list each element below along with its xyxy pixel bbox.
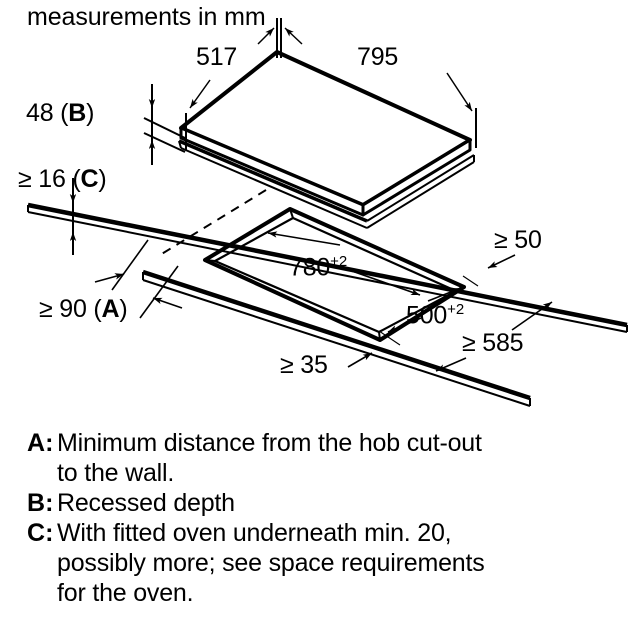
dimension-label-780: 780+2 — [289, 249, 347, 280]
legend-item-a: A: Minimum distance from the hob cut-out… — [27, 428, 627, 488]
dimension-line-517 — [185, 18, 278, 150]
dimension-label-48b-text: 48 ( — [26, 99, 69, 127]
legend-key-c-ref: C — [80, 165, 99, 193]
dimension-line-500 — [378, 275, 479, 346]
legend-text-a-line-2: to the wall. — [57, 459, 175, 487]
legend-separator-a: : — [45, 429, 54, 457]
legend-key-b-ref: B — [68, 99, 87, 127]
cutout-width-value: 780 — [289, 253, 331, 282]
cutout-depth-tolerance: +2 — [447, 301, 465, 318]
worktop-surface — [27, 202, 628, 407]
dimension-line-585 — [435, 301, 553, 372]
dimension-label-517: 517 — [196, 43, 238, 71]
dimension-label-90a: ≥ 90 (A) — [39, 295, 128, 323]
dimension-line-780 — [267, 231, 421, 296]
legend-key-b: B: — [27, 489, 54, 517]
dimension-line-48b — [143, 84, 186, 165]
legend-item-b: B: Recessed depth — [27, 488, 627, 518]
dimension-label-48b: 48 (B) — [26, 99, 95, 127]
legend-text-c-line-1: With fitted oven underneath min. 20, — [57, 519, 452, 547]
legend-separator-c: : — [45, 519, 54, 547]
dimension-label-500: 500+2 — [406, 297, 464, 328]
legend-text-c-line-2: possibly more; see space requirements — [57, 549, 485, 577]
legend-separator-b: : — [45, 489, 54, 517]
dimension-label-585: ≥ 585 — [462, 329, 524, 357]
legend-text-a: Minimum distance from the hob cut-out to… — [57, 428, 627, 488]
legend-text-b: Recessed depth — [57, 488, 627, 518]
legend-text-c: With fitted oven underneath min. 20, pos… — [57, 518, 627, 608]
page-title: measurements in mm — [27, 3, 266, 31]
legend-key-a-ref: A — [101, 295, 120, 323]
hob-cooktop-panel — [178, 50, 475, 229]
dimension-label-35: ≥ 35 — [280, 351, 328, 379]
legend-text-b-line-1: Recessed depth — [57, 489, 235, 517]
dimension-label-795: 795 — [357, 43, 399, 71]
dimension-line-90a — [94, 239, 183, 319]
legend-key-a: A: — [27, 429, 54, 457]
dimension-line-35 — [347, 352, 373, 368]
cutout-width-tolerance: +2 — [330, 253, 348, 270]
dimension-label-16c: ≥ 16 (C) — [18, 165, 107, 193]
legend-key-c: C: — [27, 519, 54, 547]
legend-block: A: Minimum distance from the hob cut-out… — [27, 428, 627, 608]
dimension-line-795 — [280, 18, 477, 148]
legend-text-a-line-1: Minimum distance from the hob cut-out — [57, 429, 482, 457]
projection-dashed-line — [159, 189, 267, 256]
legend-item-c: C: With fitted oven underneath min. 20, … — [27, 518, 627, 608]
cutout-depth-value: 500 — [406, 301, 448, 330]
dimension-label-50: ≥ 50 — [494, 226, 542, 254]
legend-text-c-line-3: for the oven. — [57, 579, 194, 607]
dimension-line-50 — [487, 254, 516, 269]
